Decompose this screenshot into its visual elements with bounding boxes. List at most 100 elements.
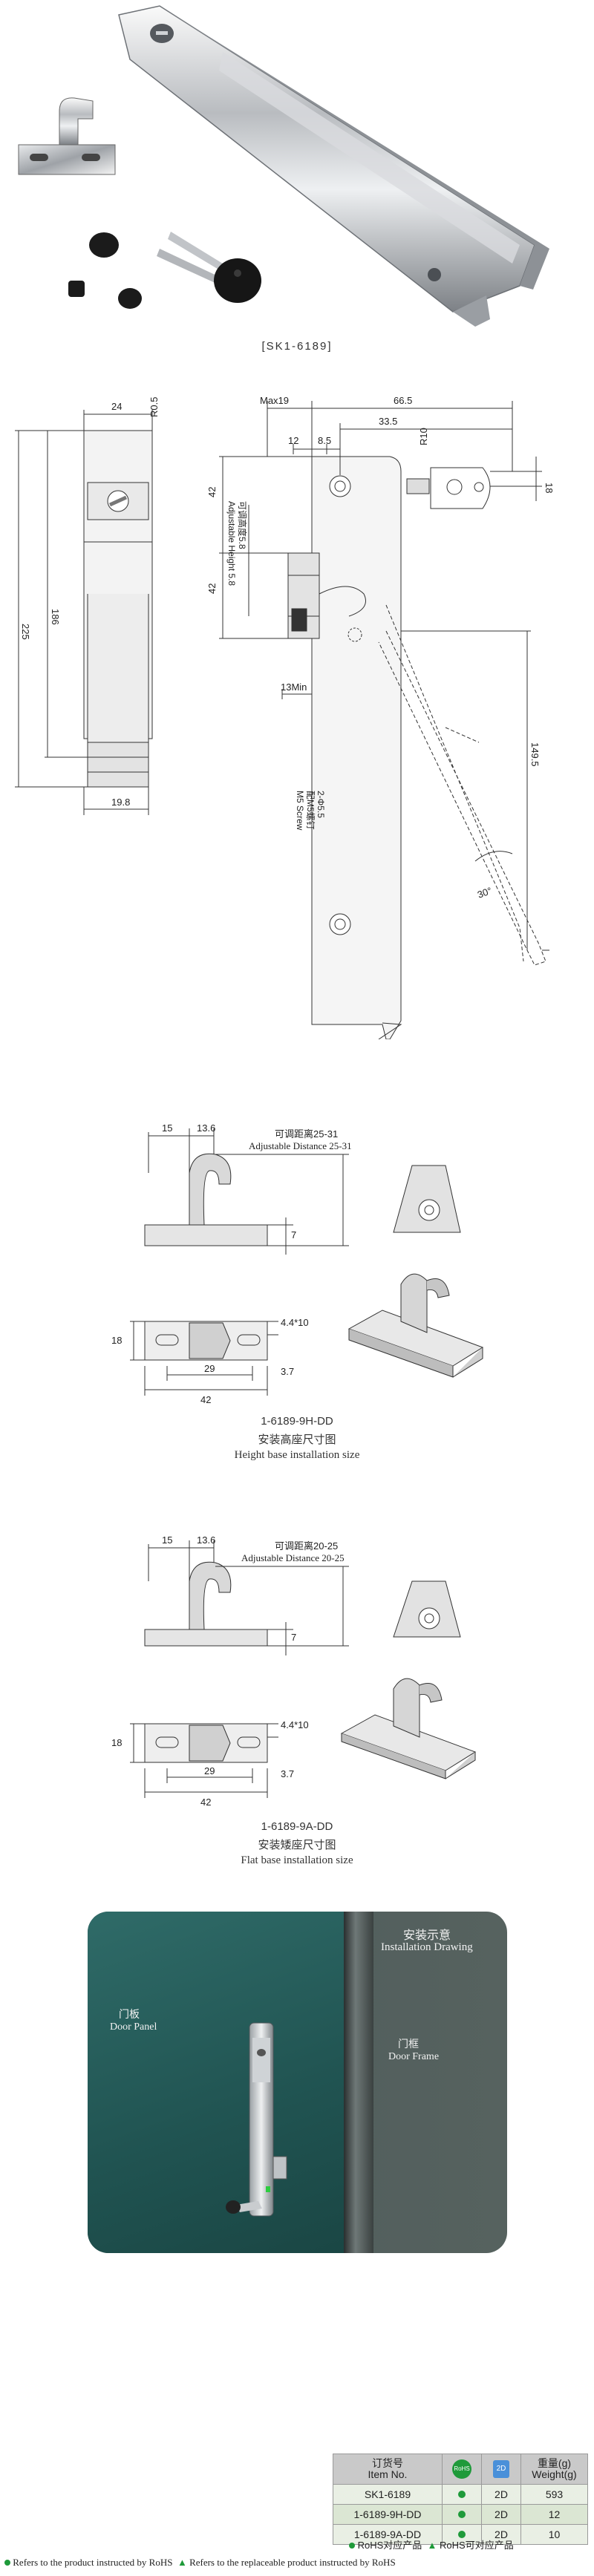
fb-dim-18: 18 [111,1737,122,1748]
hb-adjust-cn: 可调距离25-31 [275,1128,338,1140]
fb-dim-7: 7 [291,1632,296,1643]
flat-base-drawing: 15 13.6 可调距离20-25 Adjustable Distance 20… [111,1534,477,1808]
installed-handle-illustration [226,2022,287,2217]
cad-2d-link[interactable]: 2D [481,2504,521,2525]
install-title-en: Installation Drawing [381,1941,473,1953]
legend-rohs-cn: RoHS对应产品 [357,2540,422,2551]
door-frame-edge [344,1912,373,2253]
header-weight-en: Weight(g) [532,2468,577,2480]
flat-base-code: 1-6189-9A-DD [261,1820,333,1833]
dim-225: 225 [20,624,31,640]
dim-33-5: 33.5 [379,416,397,427]
door-frame-label-en: Door Frame [388,2051,440,2062]
weight: 593 [520,2484,588,2505]
flat-base-title-en: Flat base installation size [241,1854,353,1866]
legend-replaceable-en: Refers to the replaceable product instru… [189,2557,396,2568]
rohs-dot-icon [4,2560,10,2566]
flat-base-title-cn: 安装矮座尺寸图 [258,1839,336,1851]
spec-table-header: 订货号 Item No. RoHS 2D 重量(g) Weight(g) [333,2454,588,2485]
item-no: 1-6189-9H-DD [333,2504,443,2525]
dim-adjust-en: Adjustable Height 5.8 [226,501,237,586]
hb-dim-29: 29 [204,1363,215,1374]
hb-dim-18: 18 [111,1335,122,1346]
dim-r0-5: R0.5 [148,397,160,417]
hb-dim-7: 7 [291,1229,296,1240]
dim-screw-a: 2-Φ5.5 [316,791,326,818]
install-title-cn: 安装示意 [403,1929,451,1942]
product-code-caption: [SK1-6189] [261,340,333,353]
triangle-icon: ▲ [427,2540,437,2551]
table-row: 1-6189-9A-DD 2D 10 [333,2524,588,2545]
hb-dim-15: 15 [162,1122,172,1134]
dim-8-5: 8.5 [318,435,331,446]
height-base-title-en: Height base installation size [234,1449,360,1461]
table-row: 1-6189-9H-DD 2D 12 [333,2504,588,2525]
strike-bracket-photo [18,97,116,175]
legend-en: Refers to the product instructed by RoHS… [4,2557,396,2569]
door-frame-label-cn: 门框 [398,2038,419,2050]
dim-r10: R10 [418,428,429,445]
door-panel-area [88,1912,355,2253]
fb-adjust-en: Adjustable Distance 20-25 [241,1552,345,1563]
dim-adjust-cn: 可调高度5.8 [237,501,248,549]
installation-drawing: 安装示意 Installation Drawing 门板 Door Panel … [88,1912,507,2253]
dim-66-5: 66.5 [394,395,412,406]
door-panel-label-en: Door Panel [110,2021,157,2033]
spec-table: 订货号 Item No. RoHS 2D 重量(g) Weight(g) SK1… [333,2454,588,2545]
fb-dim-29: 29 [204,1765,215,1776]
rohs-dot-icon [349,2543,355,2549]
header-weight-cn: 重量(g) [537,2457,572,2469]
dim-13min: 13Min [281,681,307,693]
screw-hole-icon [428,268,441,281]
rohs-dot-icon [458,2511,466,2518]
dim-19-8: 19.8 [111,797,130,808]
fb-dim-4-4x10: 4.4*10 [281,1719,309,1730]
rohs-dot-icon [458,2491,466,2498]
legend-rohs-en: Refers to the product instructed by RoHS [13,2557,173,2568]
rubber-cap-icon [118,288,142,309]
header-item-cn: 订货号 [372,2457,403,2469]
weight: 10 [520,2524,588,2545]
height-base-drawing: 15 13.6 可调距离25-31 Adjustable Distance 25… [111,1122,484,1405]
hb-dim-13-6: 13.6 [197,1122,215,1134]
hb-dim-4-4x10: 4.4*10 [281,1317,309,1328]
hb-dim-42: 42 [200,1394,211,1405]
fb-dim-42: 42 [200,1797,211,1808]
dim-18: 18 [544,483,555,493]
rubber-bumper-icon [89,232,119,258]
key-icon [157,232,261,303]
item-no: SK1-6189 [333,2484,443,2505]
height-base-code: 1-6189-9H-DD [261,1415,333,1428]
dim-42a: 42 [206,487,218,497]
cad-2d-link[interactable]: 2D [481,2524,521,2545]
rohs-dot-icon [458,2531,466,2538]
dim-angle: 30° [476,885,494,900]
height-base-title-cn: 安装高座尺寸图 [258,1434,336,1446]
triangle-icon: ▲ [177,2557,187,2568]
door-panel-label-cn: 门板 [119,2008,140,2020]
weight: 12 [520,2504,588,2525]
dim-screw-en: M5 Screw [295,791,305,831]
cad-2d-link[interactable]: 2D [481,2484,521,2505]
rubber-plug-icon [68,281,85,297]
main-technical-drawing: Max19 66.5 33.5 12 8.5 R10 18 24 R0.5 42… [15,395,555,1039]
cad-2d-header-icon: 2D [493,2460,509,2478]
hb-adjust-en: Adjustable Distance 25-31 [249,1140,352,1151]
dim-max19: Max19 [260,395,289,406]
item-no: 1-6189-9A-DD [333,2524,443,2545]
dim-24: 24 [111,401,122,412]
hb-dim-3-7: 3.7 [281,1366,294,1377]
dim-12: 12 [288,435,298,446]
dim-186: 186 [50,609,61,625]
dim-42b: 42 [206,583,218,594]
legend-replaceable-cn: RoHS可对应产品 [440,2540,514,2551]
fb-adjust-cn: 可调距离20-25 [275,1540,338,1552]
legend-cn: RoHS对应产品 ▲ RoHS可对应产品 [349,2537,514,2552]
product-photo [18,5,549,327]
header-item-en: Item No. [368,2468,408,2480]
fb-dim-13-6: 13.6 [197,1534,215,1546]
dim-149-5: 149.5 [529,742,541,767]
dim-screw-cn: 配M5螺钉 [305,791,316,830]
fb-dim-3-7: 3.7 [281,1768,294,1779]
table-row: SK1-6189 2D 593 [333,2484,588,2505]
